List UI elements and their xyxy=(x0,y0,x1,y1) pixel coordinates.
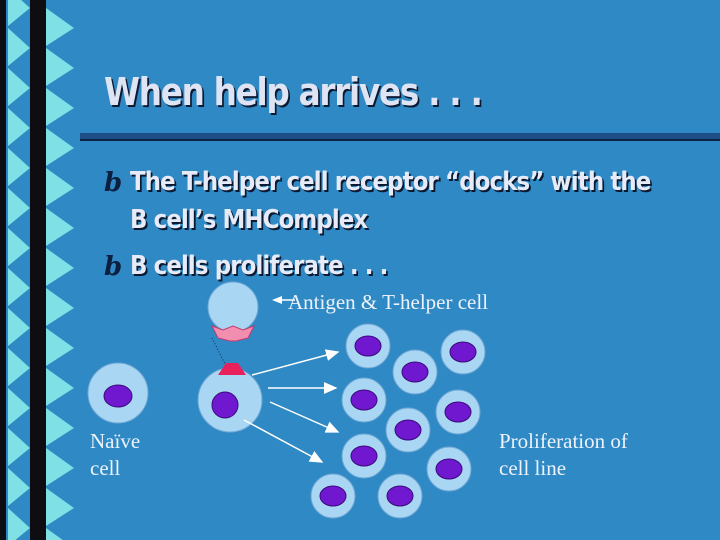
proliferation-label-line-1: Proliferation of xyxy=(499,429,628,453)
border-triangle xyxy=(46,328,74,366)
cell-nucleus xyxy=(444,401,472,423)
cell-nucleus xyxy=(449,341,477,363)
border-triangle xyxy=(8,388,30,426)
naive-cell-label-line-1: Naïve xyxy=(90,429,141,453)
cell-nucleus xyxy=(386,485,414,507)
cell-nucleus xyxy=(394,419,422,441)
arrow xyxy=(251,349,340,376)
cell-nucleus xyxy=(319,485,347,507)
bullet-marker: b xyxy=(104,168,123,198)
border-triangle xyxy=(8,148,30,186)
naive-cell-label-line-2: cell xyxy=(90,456,121,480)
border-triangle xyxy=(8,308,30,346)
docking-dotted-line xyxy=(211,337,227,367)
border-triangle xyxy=(8,468,30,506)
border-triangle xyxy=(46,408,74,446)
border-triangle xyxy=(46,88,74,126)
border-triangle xyxy=(8,188,30,226)
t-helper-cell xyxy=(207,281,259,333)
cell-nucleus xyxy=(350,389,378,411)
arrow xyxy=(269,401,340,433)
slide-title: When help arrives . . . xyxy=(104,70,483,114)
border-triangle xyxy=(8,28,30,66)
antigen-t-helper-label: Antigen & T-helper cell xyxy=(288,290,489,314)
border-triangle xyxy=(46,168,74,206)
border-triangle xyxy=(46,208,74,246)
border-triangle xyxy=(46,488,74,526)
cell-nucleus xyxy=(354,335,382,357)
border-triangle xyxy=(8,0,30,26)
mhc-receptor-icon xyxy=(218,363,246,375)
border-triangle xyxy=(8,348,30,386)
bullet-1-line-2: B cell’s MHComplex xyxy=(130,205,368,235)
border-triangle xyxy=(8,508,30,540)
border-triangle xyxy=(46,8,74,46)
bullet-2-line-1: B cells proliferate . . . xyxy=(130,251,388,281)
border-triangle xyxy=(46,288,74,326)
border-triangle xyxy=(46,248,74,286)
proliferation-label-line-2: cell line xyxy=(499,456,567,480)
left-border-decoration xyxy=(0,0,80,540)
bullet-marker: b xyxy=(104,252,123,282)
cell-nucleus xyxy=(435,458,463,480)
border-triangle xyxy=(46,368,74,406)
title-underline xyxy=(80,133,720,139)
border-triangle xyxy=(8,268,30,306)
antigen-receptor-icon xyxy=(210,325,256,342)
cell-nucleus xyxy=(401,361,429,383)
border-triangle xyxy=(46,528,63,540)
border-triangle xyxy=(8,228,30,266)
arrow xyxy=(243,419,324,463)
border-triangle xyxy=(46,448,74,486)
border-triangle xyxy=(8,108,30,146)
border-triangle xyxy=(46,48,74,86)
border-triangle xyxy=(8,428,30,466)
bullet-1-line-1: The T-helper cell receptor “docks” with … xyxy=(130,167,651,197)
border-triangle xyxy=(8,68,30,106)
border-triangle xyxy=(46,128,74,166)
cell-nucleus xyxy=(350,445,378,467)
